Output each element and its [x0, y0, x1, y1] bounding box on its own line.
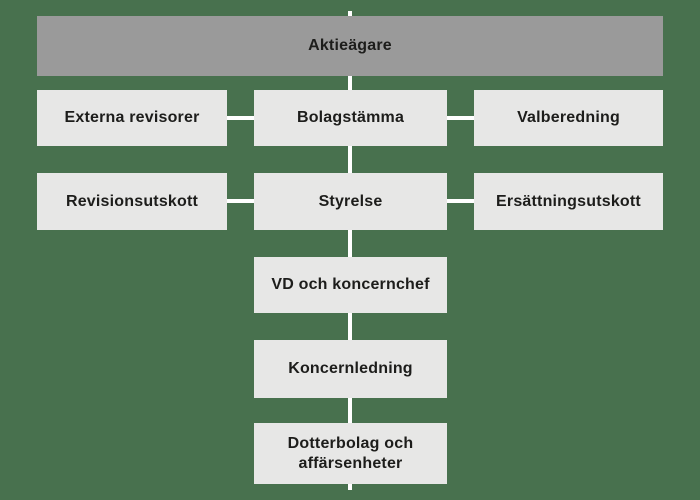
node-group-management: Koncernledning [254, 340, 447, 398]
connector-bolagstamma-externa-revisorer [227, 116, 254, 120]
node-board-label: Styrelse [318, 192, 383, 210]
node-subsidiaries: Dotterbolag och affärsenheter [254, 423, 447, 484]
node-nomination-committee-label: Valberedning [517, 109, 620, 126]
node-board: Styrelse [254, 173, 447, 230]
node-external-auditors-label: Externa revisorer [64, 109, 200, 126]
node-general-meeting: Bolagstämma [254, 90, 447, 146]
node-shareholders: Aktieägare [37, 16, 663, 76]
node-remuneration-committee-label: Ersättningsutskott [496, 192, 641, 210]
node-group-management-label: Koncernledning [288, 360, 413, 377]
node-general-meeting-label: Bolagstämma [296, 109, 405, 126]
node-external-auditors: Externa revisorer [37, 90, 227, 146]
node-ceo: VD och koncernchef [254, 257, 447, 313]
node-nomination-committee: Valberedning [474, 90, 663, 146]
node-subsidiaries-label: Dotterbolag och affärsenheter [287, 434, 414, 472]
connector-styrelse-ersattningsutskott [447, 199, 474, 203]
node-ceo-label: VD och koncernchef [271, 276, 430, 293]
node-audit-committee: Revisionsutskott [37, 173, 227, 230]
connector-bolagstamma-valberedning [447, 116, 474, 120]
node-shareholders-label: Aktieägare [308, 37, 392, 54]
vertical-connector-line [348, 11, 352, 490]
connector-styrelse-revisionsutskott [227, 199, 254, 203]
node-audit-committee-label: Revisionsutskott [65, 192, 199, 210]
node-remuneration-committee: Ersättningsutskott [474, 173, 663, 230]
